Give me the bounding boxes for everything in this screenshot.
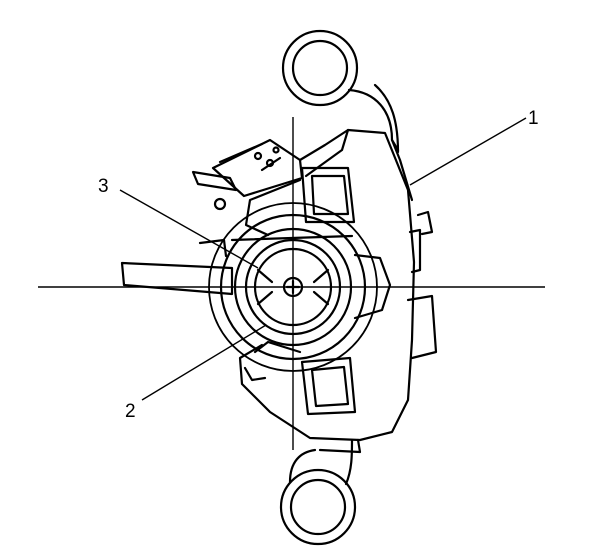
caliper-housing — [238, 128, 438, 454]
callout-1-label: 1 — [528, 108, 539, 129]
brake-hose-fitting — [120, 238, 234, 296]
upper-mounting-ear — [281, 29, 400, 154]
caliper-bracket — [191, 138, 304, 211]
callout-2-leader — [141, 324, 267, 401]
leader-lines — [119, 117, 527, 401]
callout-3-leader — [119, 189, 259, 269]
upper-housing-window — [300, 166, 356, 224]
callout-2-label: 2 — [125, 401, 136, 422]
lower-mounting-ear — [279, 438, 357, 546]
callout-3-label: 3 — [98, 176, 109, 197]
callout-1-leader — [409, 117, 527, 186]
centerlines — [38, 117, 545, 450]
